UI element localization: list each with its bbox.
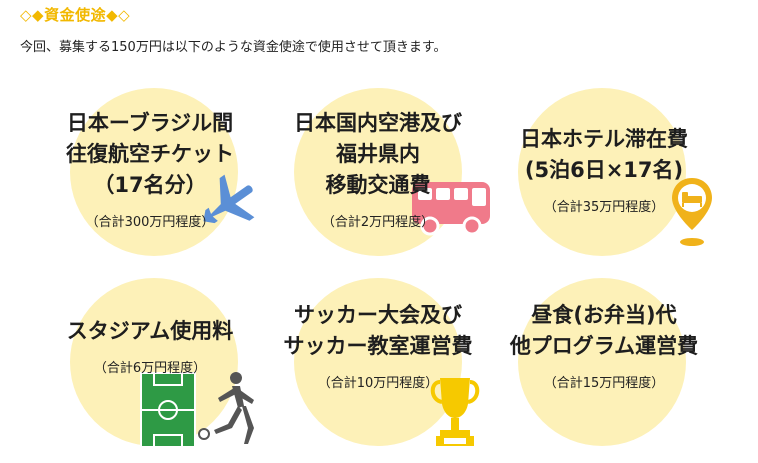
funding-item-transport: 日本国内空港及び 福井県内 移動交通費 （合計2万円程度）	[268, 108, 488, 230]
soccer-player-icon	[198, 372, 254, 444]
funding-item-flights: 日本ーブラジル間 往復航空チケット （17名分） （合計300万円程度）	[40, 108, 260, 230]
funding-item-hotel: 日本ホテル滞在費 (5泊6日×17名) （合計35万円程度）	[494, 124, 714, 215]
item-title-line: 日本国内空港及び	[294, 111, 462, 135]
funding-item-stadium: スタジアム使用料 （合計6万円程度）	[40, 316, 260, 376]
item-title-line: (5泊6日×17名)	[524, 158, 684, 182]
item-background-circle	[518, 278, 686, 446]
item-title-line: 日本ホテル滞在費	[520, 127, 688, 151]
item-title-line: 他プログラム運営費	[509, 334, 699, 358]
item-title-line: サッカー大会及び	[294, 303, 462, 327]
item-background-circle	[70, 88, 238, 256]
soccer-field-icon	[140, 372, 196, 448]
item-title: スタジアム使用料	[40, 316, 260, 347]
airplane-icon	[203, 174, 255, 224]
item-title-line: スタジアム使用料	[66, 319, 234, 343]
item-title: サッカー大会及び サッカー教室運営費	[268, 300, 488, 362]
item-title-line: 福井県内	[336, 142, 420, 166]
item-cost: （合計35万円程度）	[543, 200, 665, 215]
item-title-line: 移動交通費	[325, 173, 431, 197]
funding-item-tournament: サッカー大会及び サッカー教室運営費 （合計10万円程度）	[268, 300, 488, 391]
section-title: ◇◆資金使途◆◇	[20, 6, 131, 24]
intro-text: 今回、募集する150万円は以下のような資金使途で使用させて頂きます。	[20, 40, 447, 55]
item-cost: （合計2万円程度）	[321, 215, 435, 230]
item-background-circle	[518, 88, 686, 256]
item-cost: （合計15万円程度）	[543, 376, 665, 391]
item-title: 日本国内空港及び 福井県内 移動交通費	[268, 108, 488, 201]
item-title-line: （17名分）	[93, 173, 207, 197]
item-cost: （合計6万円程度）	[93, 361, 207, 376]
item-background-circle	[294, 278, 462, 446]
funding-item-lunch: 昼食(お弁当)代 他プログラム運営費 （合計15万円程度）	[494, 300, 714, 391]
trophy-icon	[430, 378, 480, 446]
item-title-line: 往復航空チケット	[66, 142, 234, 166]
item-cost: （合計10万円程度）	[317, 376, 439, 391]
bus-icon	[412, 182, 490, 236]
item-title-line: 昼食(お弁当)代	[531, 303, 677, 327]
item-cost: （合計300万円程度）	[85, 215, 215, 230]
item-title-line: サッカー教室運営費	[283, 334, 473, 358]
item-title-line: 日本ーブラジル間	[66, 111, 234, 135]
item-title: 日本ホテル滞在費 (5泊6日×17名)	[494, 124, 714, 186]
hotel-pin-icon	[672, 178, 712, 246]
item-title: 昼食(お弁当)代 他プログラム運営費	[494, 300, 714, 362]
item-title: 日本ーブラジル間 往復航空チケット （17名分）	[40, 108, 260, 201]
